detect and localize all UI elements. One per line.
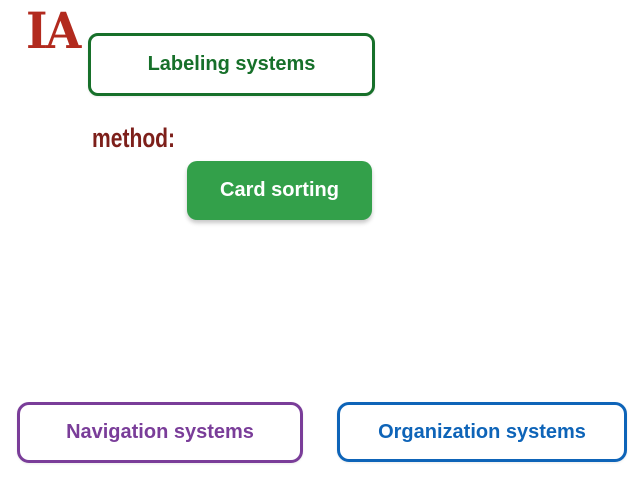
navigation-systems-node: Navigation systems xyxy=(17,402,303,463)
labeling-systems-node: Labeling systems xyxy=(88,33,375,96)
organization-systems-label: Organization systems xyxy=(378,420,586,443)
card-sorting-label: Card sorting xyxy=(220,179,339,201)
navigation-systems-label: Navigation systems xyxy=(66,421,254,443)
card-sorting-node: Card sorting xyxy=(187,161,372,220)
method-label: method: xyxy=(92,123,176,153)
organization-systems-node: Organization systems xyxy=(337,402,627,462)
ia-logo: IA xyxy=(26,1,81,60)
labeling-systems-label: Labeling systems xyxy=(147,53,316,75)
